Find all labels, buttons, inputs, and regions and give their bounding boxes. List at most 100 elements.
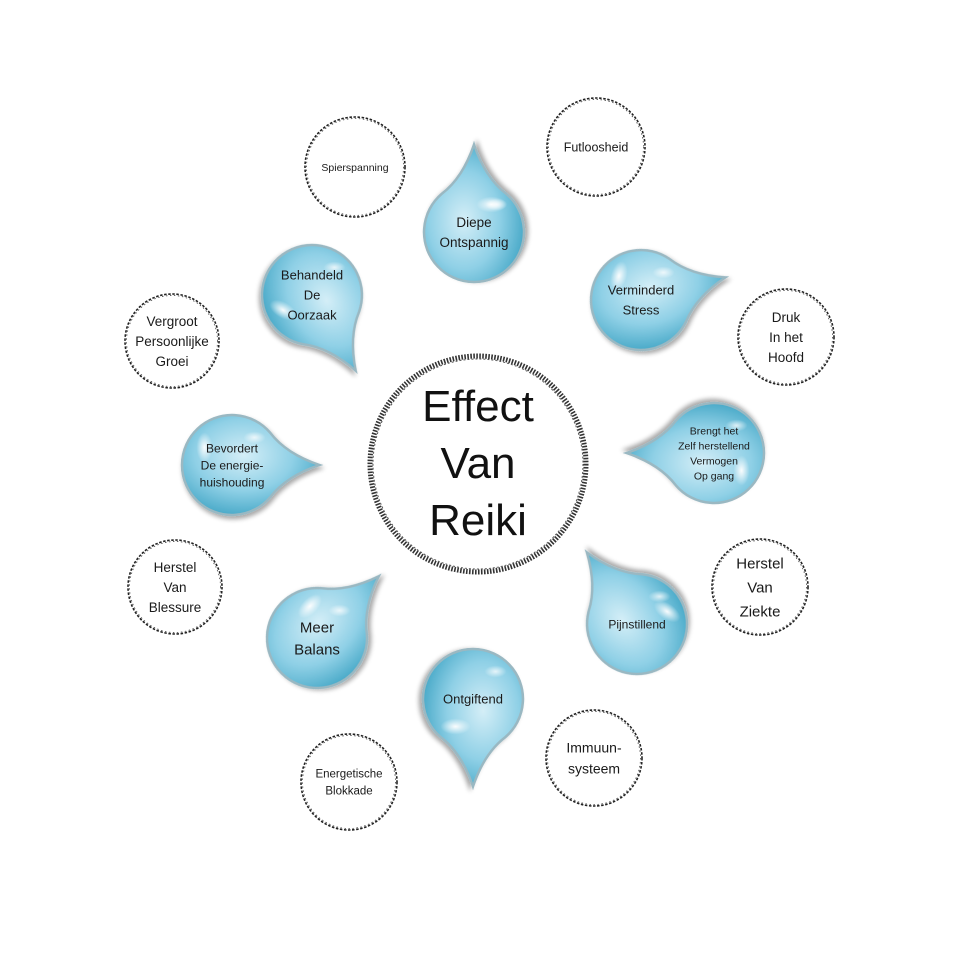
drop-3-line-3: Vermogen (690, 455, 738, 467)
bubble-3-line-2: In het (769, 330, 803, 345)
bubble-1-line-1: Spierspanning (321, 162, 388, 174)
drop-highlight-small (652, 266, 675, 279)
drop-5-label: Ontgiftend (443, 692, 503, 707)
drop-highlight (440, 718, 471, 735)
drop-3-line-1: Brengt het (690, 425, 739, 437)
drop-7-line-2: De energie- (201, 458, 264, 472)
water-drop-shape (180, 413, 324, 517)
dashed-circle-inner (126, 295, 218, 387)
water-drop-shape (422, 140, 526, 284)
drop-highlight (653, 600, 681, 623)
bubble-7-line-1: Herstel (154, 560, 197, 575)
drop-5: Ontgiftend (421, 647, 525, 791)
bubble-6-line-2: Blokkade (325, 786, 372, 798)
drop-highlight (269, 299, 297, 321)
drop-5-line-1: Ontgiftend (443, 692, 503, 707)
center-title-line-2: Van (440, 439, 515, 488)
center-ring (367, 353, 589, 575)
bubble-3-line-3: Hoofd (768, 350, 804, 365)
drop-highlight (733, 455, 750, 486)
bubble-5-label: Immuun-systeem (566, 740, 622, 777)
water-drop-shape (584, 549, 689, 676)
dashed-circle-inner (306, 118, 404, 216)
drop-highlight-small (243, 431, 266, 444)
drop-2-line-2: Stress (623, 303, 660, 318)
water-drop-shape (260, 243, 364, 375)
drop-7-line-3: huishouding (200, 475, 265, 489)
bubble-5-line-2: systeem (568, 761, 620, 777)
dashed-circle-inner (129, 541, 221, 633)
drop-4-line-1: Pijnstillend (608, 617, 665, 631)
drop-8-line-3: Oorzaak (287, 308, 337, 323)
drop-highlight-small (328, 604, 351, 617)
bubble-5: Immuun-systeem (545, 709, 643, 807)
drop-highlight (196, 432, 213, 463)
drop-7-label: Bevordert De energie-huishouding (200, 441, 265, 489)
bubble-4-line-3: Ziekte (740, 603, 781, 620)
center-title-line-3: Reiki (429, 496, 527, 545)
bubble-8-line-2: Persoonlijke (135, 334, 209, 349)
drop-3-line-2: Zelf herstellend (678, 440, 750, 452)
drop-highlight-small (648, 590, 671, 603)
bubble-5-line-1: Immuun- (566, 740, 622, 756)
dashed-circle-inner (713, 540, 807, 634)
bubble-2-line-1: Futloosheid (564, 141, 629, 155)
drop-highlight-small (484, 665, 507, 678)
bubble-1: Spierspanning (304, 116, 406, 218)
dashed-circle (304, 116, 406, 218)
drop-highlight (610, 261, 628, 291)
water-drop-shape (265, 573, 382, 690)
dashed-circle-inner (739, 290, 833, 384)
drop-1-line-2: Ontspannig (439, 235, 508, 250)
dashed-circle (737, 288, 835, 386)
bubble-4-line-1: Herstel (736, 555, 784, 572)
drop-highlight-small (485, 198, 508, 211)
bubble-3-line-1: Druk (772, 310, 801, 325)
drop-6-line-1: Meer (300, 619, 334, 636)
drop-1-line-1: Diepe (456, 215, 491, 230)
drop-highlight (297, 594, 322, 619)
bubble-7-line-3: Blessure (149, 600, 202, 615)
drop-8-line-1: Behandeld (281, 268, 343, 283)
drop-highlight-small (725, 419, 748, 432)
drop-2-line-1: Verminderd (608, 283, 674, 298)
drop-7: Bevordert De energie-huishouding (180, 413, 324, 517)
dashed-circle-inner (548, 99, 644, 195)
drop-7-line-1: Bevordert (206, 441, 259, 455)
center-ring-inner (372, 358, 584, 570)
water-drop-shape (622, 401, 766, 505)
drop-4: Pijnstillend (584, 549, 689, 676)
drop-3-line-4: Op gang (694, 470, 734, 482)
center-title-line-1: Effect (422, 382, 534, 431)
dashed-circle (300, 733, 398, 831)
bubble-2-label: Futloosheid (564, 141, 629, 155)
bubble-8-line-1: Vergroot (146, 314, 197, 329)
bubble-4-line-2: Van (747, 579, 773, 596)
drop-highlight-small (323, 261, 346, 274)
bubble-2: Futloosheid (546, 97, 646, 197)
dashed-circle-inner (302, 735, 396, 829)
dashed-circle (127, 539, 223, 635)
